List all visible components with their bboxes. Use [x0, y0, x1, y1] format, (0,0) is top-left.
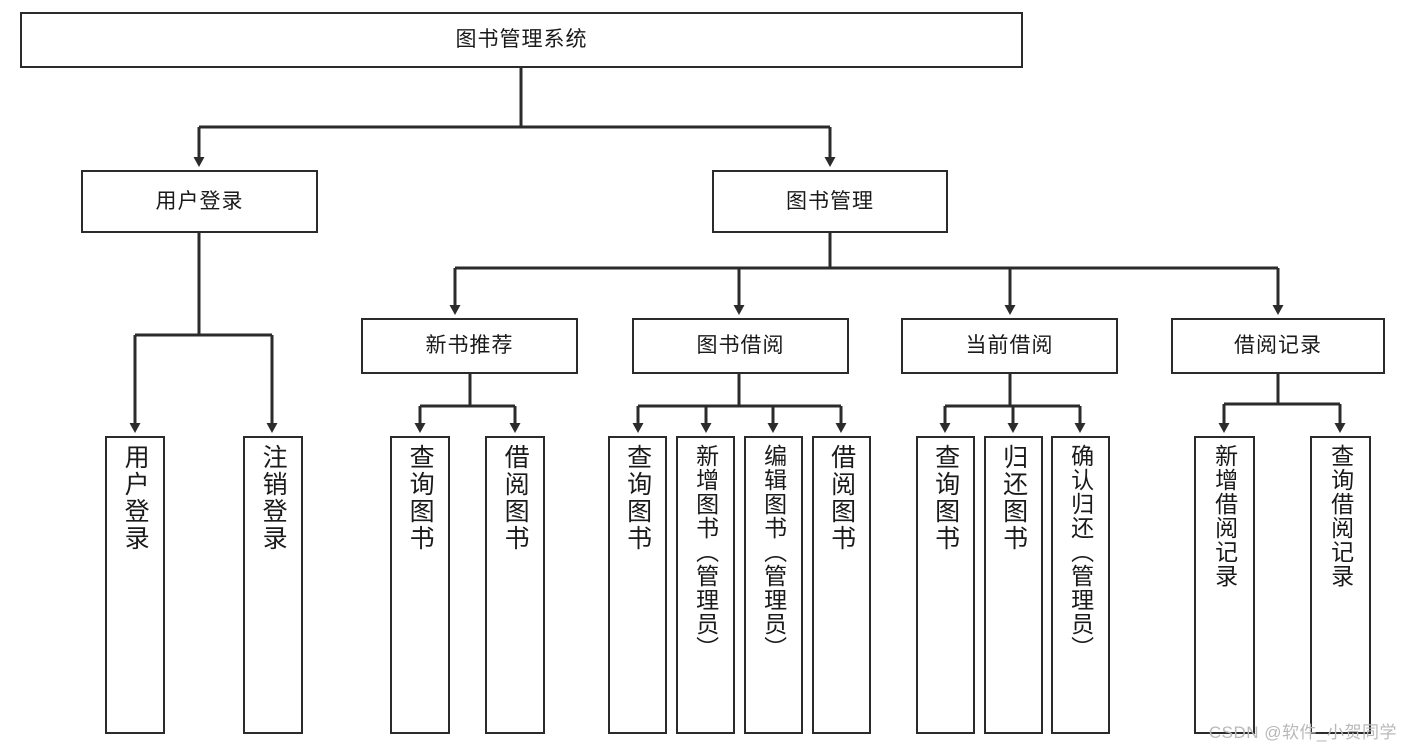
node-label: 新书推荐 — [425, 334, 514, 358]
node-label: 图书借阅 — [696, 334, 785, 358]
node-label: 用户登录 — [121, 444, 150, 552]
node-leaf-query-book-3[interactable]: 查询图书 — [916, 436, 975, 734]
node-borrow-record[interactable]: 借阅记录 — [1171, 318, 1385, 374]
node-label: 图书管理 — [786, 189, 874, 213]
node-label: 借阅图书 — [501, 444, 530, 552]
node-leaf-return-book[interactable]: 归还图书 — [984, 436, 1043, 734]
csdn-watermark: CSDN @软件_小贺同学 — [1208, 723, 1397, 742]
node-label: 借阅记录 — [1234, 334, 1322, 358]
node-leaf-confirm-return[interactable]: 确认归还（管理员） — [1051, 436, 1110, 734]
node-leaf-add-record[interactable]: 新增借阅记录 — [1194, 436, 1255, 734]
node-leaf-user-login[interactable]: 用户登录 — [105, 436, 165, 734]
node-label: 查询借阅记录 — [1327, 444, 1354, 588]
node-system-root[interactable]: 图书管理系统 — [20, 12, 1023, 68]
node-label: 查询图书 — [931, 444, 960, 552]
node-label: 当前借阅 — [965, 334, 1054, 358]
node-label: 借阅图书 — [827, 444, 856, 552]
node-user-login[interactable]: 用户登录 — [81, 170, 318, 233]
node-leaf-borrow-book-1[interactable]: 借阅图书 — [485, 436, 545, 734]
node-leaf-logout-login[interactable]: 注销登录 — [243, 436, 303, 734]
node-label: 新增图书（管理员） — [692, 444, 719, 660]
node-leaf-edit-book[interactable]: 编辑图书（管理员） — [744, 436, 803, 734]
node-label: 查询图书 — [406, 444, 435, 552]
node-label: 编辑图书（管理员） — [760, 444, 787, 660]
node-leaf-add-book[interactable]: 新增图书（管理员） — [676, 436, 735, 734]
node-book-management[interactable]: 图书管理 — [712, 170, 948, 233]
node-leaf-query-book-2[interactable]: 查询图书 — [608, 436, 667, 734]
node-label: 注销登录 — [259, 444, 288, 552]
node-new-book-recommend[interactable]: 新书推荐 — [361, 318, 578, 374]
node-label: 新增借阅记录 — [1211, 444, 1238, 588]
node-current-borrow[interactable]: 当前借阅 — [901, 318, 1118, 374]
node-label: 查询图书 — [623, 444, 652, 552]
node-book-borrow[interactable]: 图书借阅 — [632, 318, 849, 374]
node-leaf-borrow-book-2[interactable]: 借阅图书 — [812, 436, 871, 734]
node-label: 归还图书 — [999, 444, 1028, 552]
node-label: 用户登录 — [155, 189, 244, 213]
node-label: 图书管理系统 — [455, 28, 588, 52]
node-leaf-query-record[interactable]: 查询借阅记录 — [1310, 436, 1371, 734]
node-label: 确认归还（管理员） — [1067, 444, 1094, 660]
node-leaf-query-book-1[interactable]: 查询图书 — [390, 436, 450, 734]
